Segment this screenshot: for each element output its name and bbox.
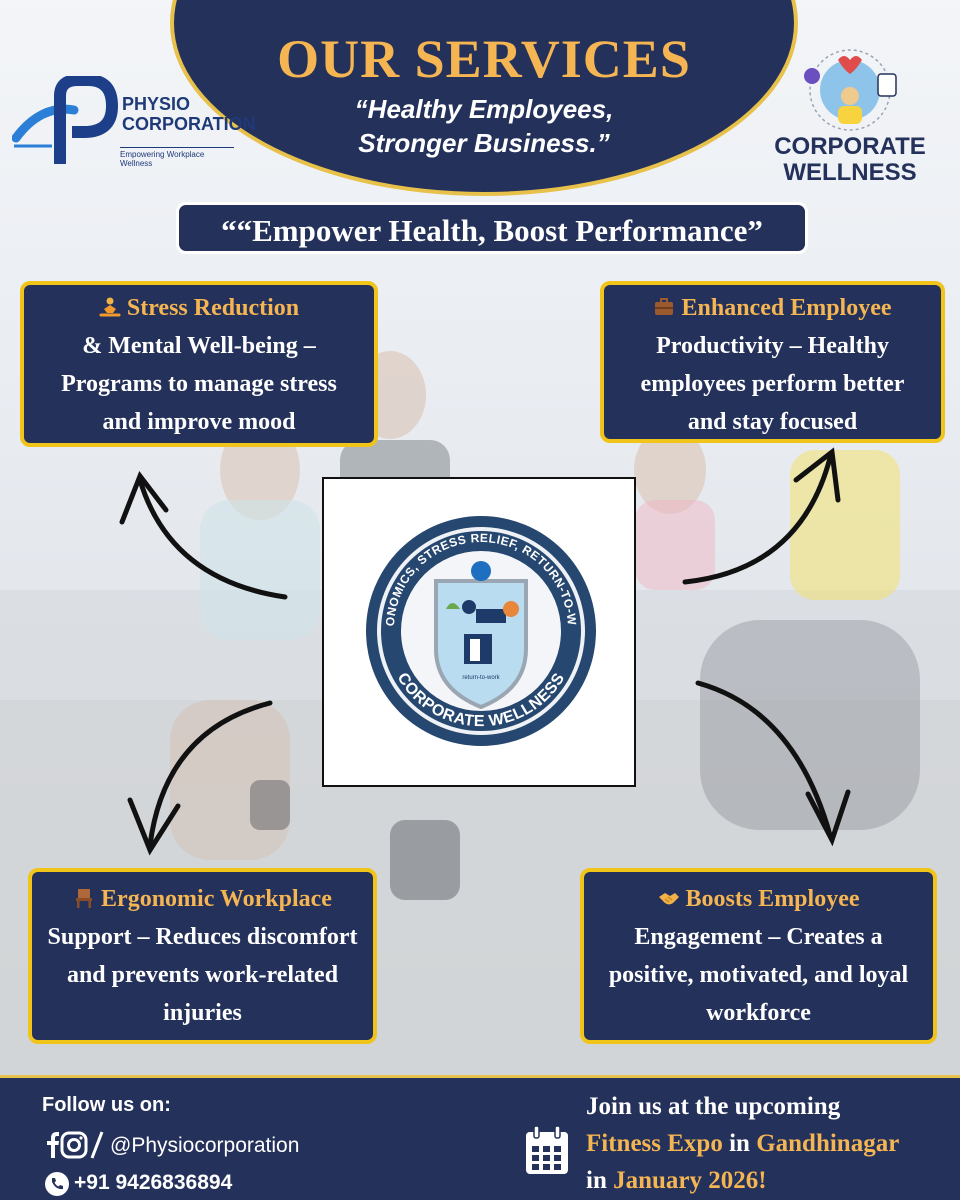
service-heading: Enhanced Employee	[681, 295, 892, 321]
event-date: January 2026!	[613, 1167, 767, 1194]
phone-icon	[45, 1172, 69, 1196]
handshake-icon	[658, 883, 680, 905]
social-handle[interactable]: @Physiocorporation	[110, 1134, 300, 1157]
banner-subtitle-line1: “Healthy Employees,	[354, 94, 614, 124]
physio-p-icon	[12, 76, 119, 164]
join-line2: Fitness Expo in Gandhinagar	[586, 1125, 899, 1162]
service-stress-reduction: Stress Reduction & Mental Well-being – P…	[20, 281, 378, 447]
service-boosts-employee: Boosts Employee Engagement – Creates a p…	[580, 868, 937, 1044]
badge-small-text: return-to-work	[462, 675, 500, 681]
corporate-wellness-logo: CORPORATE WELLNESS	[768, 46, 932, 192]
service-body-line: employees perform better	[640, 371, 905, 397]
logo-right-text: CORPORATE WELLNESS	[768, 134, 932, 186]
physio-corporation-logo: PHYSIO CORPORATION Empowering Workplace …	[12, 76, 256, 168]
corporate-wellness-badge: ERGONOMICS, STRESS RELIEF, RETURN-TO-WOR…	[319, 468, 636, 787]
event-announcement: Join us at the upcoming Fitness Expo in …	[586, 1088, 899, 1199]
calendar-icon	[526, 1125, 568, 1174]
service-heading: Ergonomic Workplace	[101, 886, 332, 912]
service-ergonomic-workplace: Ergonomic Workplace Support – Reduces di…	[28, 868, 377, 1044]
service-body-line: Programs to manage stress	[61, 371, 337, 397]
service-body-line: Support – Reduces discomfort	[47, 924, 358, 950]
service-body-line: injuries	[163, 1000, 242, 1026]
service-heading: Stress Reduction	[126, 295, 300, 321]
service-body-line: and improve mood	[102, 409, 296, 435]
join-line1: Join us at the upcoming	[586, 1093, 841, 1120]
banner-subtitle: “Healthy Employees, Stronger Business.”	[170, 92, 798, 160]
chair-icon	[73, 883, 95, 908]
logo-right-line1: CORPORATE	[774, 133, 926, 160]
follow-label: Follow us on:	[42, 1094, 171, 1116]
service-body-line: Productivity – Healthy	[656, 333, 889, 359]
shield-badge-icon: ERGONOMICS, STRESS RELIEF, RETURN-TO-WOR…	[319, 468, 596, 746]
logo-name: PHYSIO CORPORATION	[122, 94, 256, 134]
event-city: Gandhinagar	[756, 1130, 900, 1157]
banner-subtitle-line2: Stronger Business.”	[358, 128, 610, 158]
join-prefix: in	[586, 1167, 614, 1194]
logo-tagline: Empowering Workplace Wellness	[120, 147, 234, 168]
service-body-line: and prevents work-related	[66, 962, 339, 988]
join-line3: in January 2026!	[586, 1162, 899, 1199]
tagline-pill: ““Empower Health, Boost Performance”	[176, 202, 808, 254]
service-body-line: workforce	[706, 1000, 811, 1026]
meditation-icon	[99, 292, 121, 317]
page-title: OUR SERVICES	[277, 29, 691, 89]
service-body-line: Engagement – Creates a	[634, 924, 883, 950]
social-icons	[47, 1131, 104, 1159]
facebook-icon[interactable]	[47, 1132, 59, 1158]
logo-name-line1: PHYSIO	[122, 94, 191, 114]
briefcase-icon	[653, 292, 675, 315]
service-body-line: positive, motivated, and loyal	[608, 962, 909, 988]
join-connector: in	[722, 1130, 757, 1157]
service-body-line: & Mental Well-being –	[82, 333, 316, 359]
service-heading: Boosts Employee	[685, 886, 860, 912]
phone-number[interactable]: +91 9426836894	[74, 1171, 233, 1194]
logo-right-line2: WELLNESS	[783, 159, 917, 186]
logo-name-line2: CORPORATION	[122, 114, 256, 134]
service-body-line: and stay focused	[687, 409, 858, 435]
footer: Follow us on: @Physiocorporation +91 942…	[0, 1075, 960, 1200]
event-name: Fitness Expo	[586, 1130, 723, 1157]
wellness-people-icon	[804, 49, 897, 131]
instagram-icon[interactable]	[60, 1131, 88, 1159]
service-enhanced-employee: Enhanced Employee Productivity – Healthy…	[600, 281, 945, 443]
